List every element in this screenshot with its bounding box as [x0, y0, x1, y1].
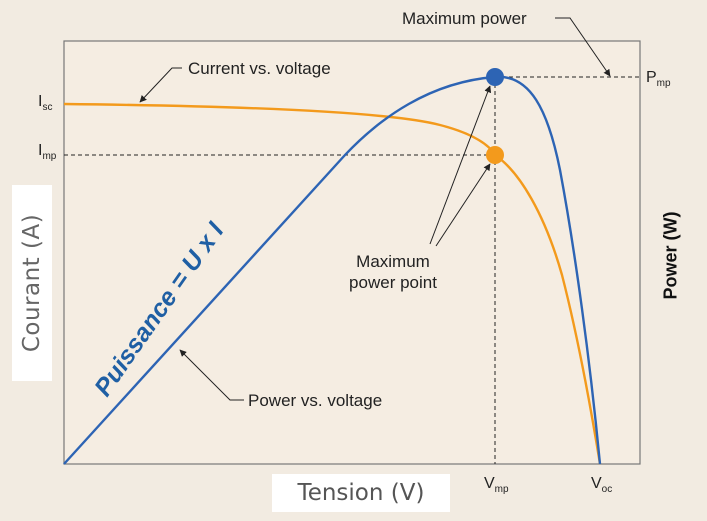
voc-tick-label: Voc — [591, 475, 612, 495]
plot-area — [63, 40, 641, 465]
power-series-label: Power vs. voltage — [248, 391, 382, 410]
secondary-y-axis-label: Power (W) — [660, 211, 681, 299]
x-axis-label: Tension (V) — [272, 474, 450, 512]
maximum-power-arrow — [555, 17, 611, 77]
isc-tick-label: Isc — [38, 93, 52, 113]
power-label-arrow — [179, 349, 244, 401]
imp-tick-label: Imp — [38, 142, 57, 162]
mpp-arrow-to-current — [435, 163, 491, 247]
y-axis-label-box: Courant (A) — [12, 185, 52, 381]
y-axis-label: Courant (A) — [19, 213, 46, 353]
vmp-tick-label: Vmp — [484, 475, 509, 495]
pmp-tick-label: Pmp — [646, 69, 671, 89]
mpp-label-line2: power point — [349, 273, 437, 292]
current-series-label: Current vs. voltage — [188, 59, 331, 78]
secondary-y-axis-label-box: Power (W) — [640, 200, 702, 310]
maximum-power-label: Maximum power — [402, 9, 527, 28]
max-power-point-marker — [486, 68, 504, 86]
power-vs-voltage-line — [63, 75, 602, 465]
current-label-arrow — [139, 67, 182, 103]
max-current-point-marker — [486, 146, 504, 164]
mpp-arrow-to-power — [429, 85, 492, 245]
mpp-label-line1: Maximum — [356, 252, 430, 271]
